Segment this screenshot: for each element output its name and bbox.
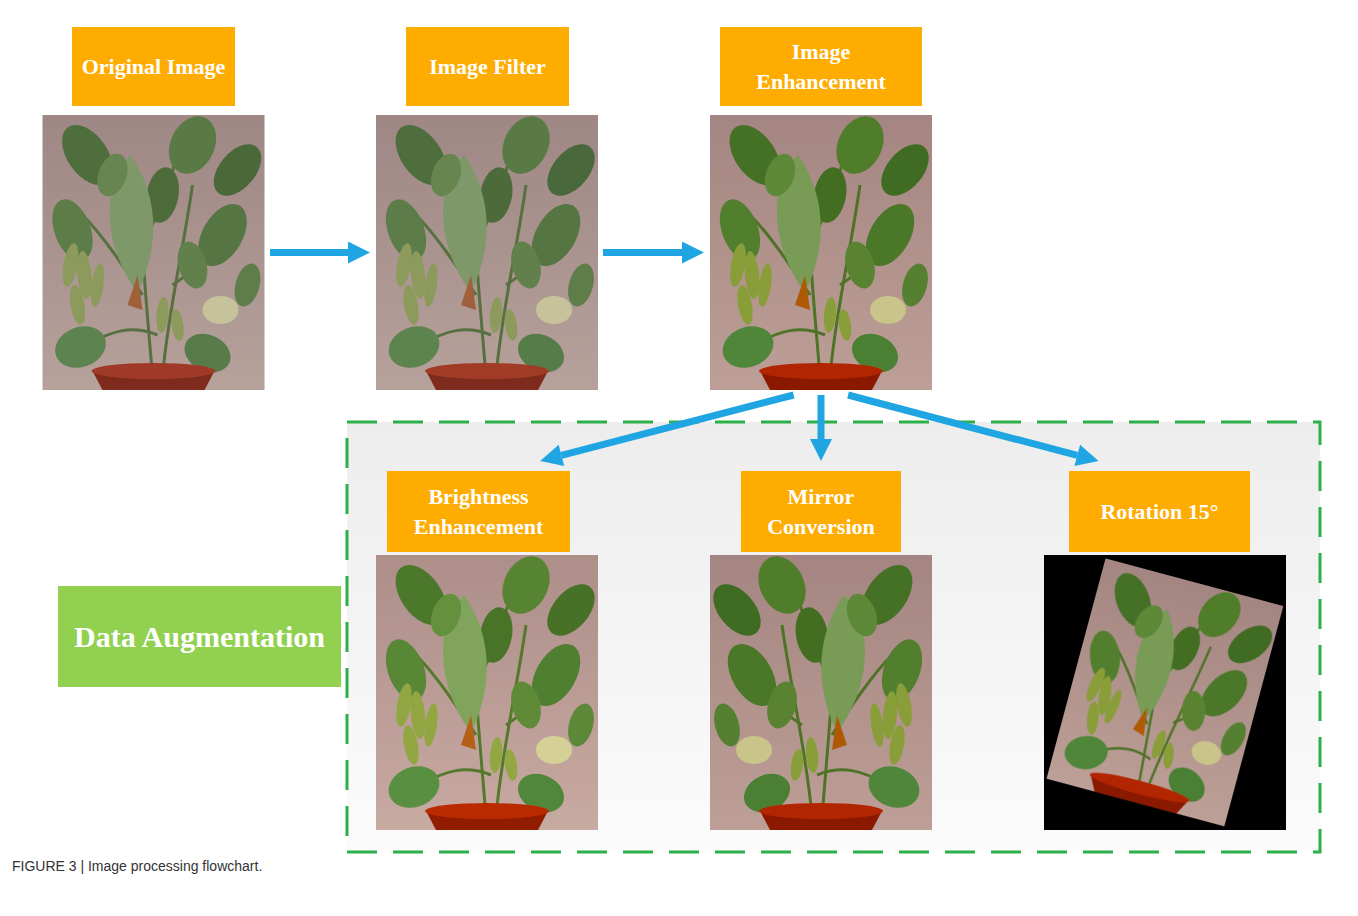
flow-arrow	[848, 395, 1077, 455]
process-step: Brightness Enhancement	[376, 471, 598, 830]
plant-photo	[710, 109, 938, 390]
plant-photo	[43, 109, 271, 390]
flow-arrow	[603, 249, 682, 256]
plant-photo	[376, 109, 604, 390]
process-step: Rotation 15°	[1044, 471, 1286, 830]
flow-arrow	[270, 249, 348, 256]
step-title: Image Enhancement	[720, 27, 922, 106]
process-step: Image Filter	[376, 27, 598, 390]
stage-label: Data Augmentation	[58, 586, 341, 687]
mirror-photo	[704, 549, 932, 830]
augmentation-region	[347, 422, 1320, 852]
step-title: Brightness Enhancement	[387, 471, 570, 552]
process-step: Original Image	[42, 27, 265, 390]
figure-caption: FIGURE 3 | Image processing flowchart.	[12, 858, 262, 874]
flow-arrow	[561, 395, 793, 455]
step-title: Image Filter	[406, 27, 569, 106]
rotation-photo	[1046, 553, 1289, 828]
step-title: Mirror Conversion	[741, 471, 901, 552]
step-title: Rotation 15°	[1069, 471, 1250, 552]
process-step: Mirror Conversion	[710, 471, 932, 830]
step-title: Original Image	[72, 27, 235, 106]
flow-arrow	[818, 395, 825, 439]
plant-photo	[376, 549, 604, 830]
stage-title: Data Augmentation	[64, 612, 335, 662]
process-step: Image Enhancement	[710, 27, 932, 390]
